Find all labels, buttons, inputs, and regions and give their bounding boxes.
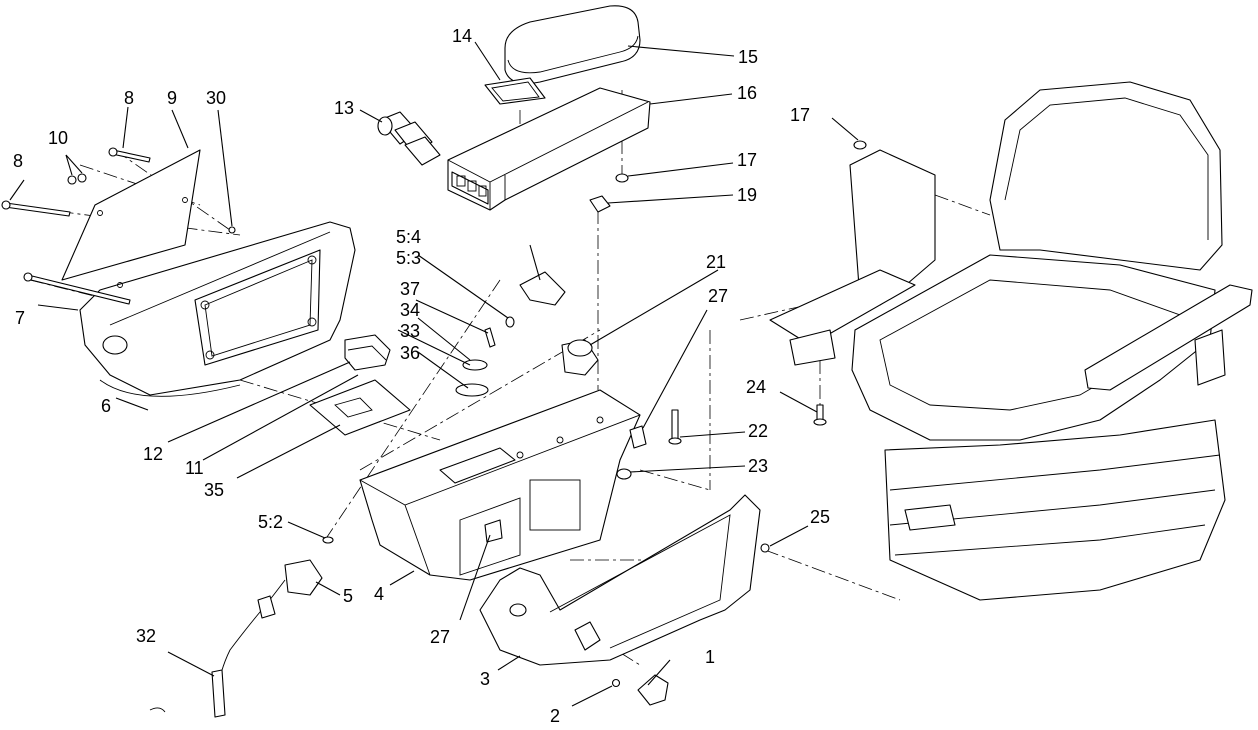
callout-33: 33 (400, 321, 420, 341)
callout-5-4: 5:4 (396, 227, 421, 247)
callout-5-2: 5:2 (258, 512, 283, 532)
callout-36: 36 (400, 343, 420, 363)
operator-seat (851, 81, 1253, 601)
callout-11: 11 (185, 458, 204, 478)
switch-and-plate (309, 334, 411, 436)
callout-19: 19 (737, 185, 757, 205)
callout-9: 9 (167, 88, 177, 108)
callout-25: 25 (810, 507, 830, 527)
armrest-pad (504, 5, 641, 85)
callout-8-top: 8 (124, 88, 134, 108)
lower-cover (479, 494, 761, 666)
callout-14: 14 (452, 26, 472, 46)
callout-23: 23 (748, 456, 768, 476)
rocker-switches (377, 111, 441, 166)
callout-21: 21 (706, 252, 726, 272)
callout-22: 22 (748, 421, 768, 441)
callout-7: 7 (15, 308, 25, 328)
callout-10: 10 (48, 128, 68, 148)
callout-30: 30 (206, 88, 226, 108)
callout-24: 24 (746, 377, 766, 397)
callout-32: 32 (136, 626, 156, 646)
armrest-console (447, 87, 651, 211)
callout-13: 13 (334, 98, 354, 118)
decal-plate (61, 149, 201, 288)
callout-17-console: 17 (737, 150, 757, 170)
console-mounting-bracket (359, 389, 647, 581)
console-fasteners (589, 173, 629, 213)
side-cover-panel (79, 221, 356, 397)
callout-17-seat: 17 (790, 105, 810, 125)
leader-lines (9, 41, 859, 707)
callout-27-upper: 27 (708, 286, 728, 306)
callout-37: 37 (400, 279, 420, 299)
callout-3: 3 (480, 669, 490, 689)
knob-and-screw (611, 543, 770, 706)
callout-16: 16 (737, 83, 757, 103)
callout-15: 15 (738, 47, 758, 67)
callout-6: 6 (101, 396, 111, 416)
bolt-22 (668, 409, 682, 445)
callout-12: 12 (143, 444, 163, 464)
cable-connector-parts (455, 271, 599, 397)
callout-4: 4 (374, 584, 384, 604)
callout-27-lower: 27 (430, 627, 450, 647)
callout-labels: 1 2 3 4 5 5:2 5:3 5:4 6 7 8 8 9 10 11 12… (13, 26, 830, 726)
pad-insert (484, 77, 546, 105)
callout-1: 1 (705, 647, 715, 667)
callout-5-3: 5:3 (396, 248, 421, 268)
callout-2: 2 (550, 706, 560, 726)
callout-35: 35 (204, 480, 224, 500)
connector-harness (149, 536, 334, 718)
seat-mount-bracket (769, 140, 936, 426)
callout-5: 5 (343, 586, 353, 606)
callout-34: 34 (400, 300, 420, 320)
panel-bolts (1, 147, 236, 305)
callout-8-left: 8 (13, 151, 23, 171)
